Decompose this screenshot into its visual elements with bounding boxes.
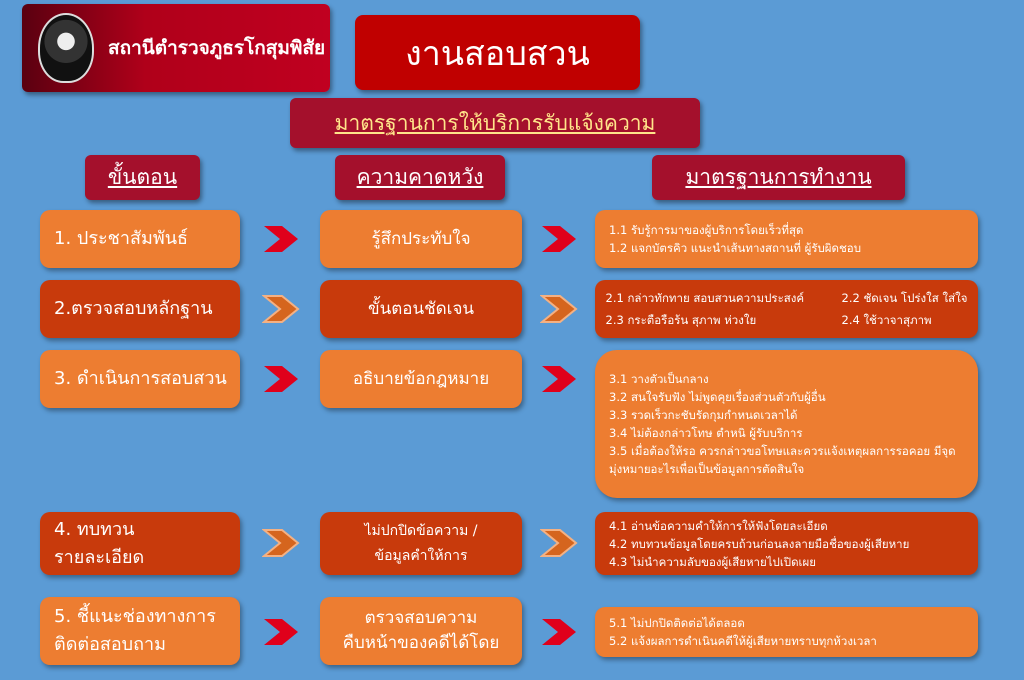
- standard-item: 3.3 รวดเร็วกะชับรัดกุมกำหนดเวลาได้: [609, 408, 798, 422]
- column-header-expectation: ความคาดหวัง: [335, 155, 505, 200]
- chevron-right-icon: [264, 226, 298, 252]
- step-1: 1. ประชาสัมพันธ์: [40, 210, 240, 268]
- standard-item: 1.2 แจกบัตรคิว แนะนำเส้นทางสถานที่ ผู้รั…: [609, 241, 862, 255]
- expectation-label: ข้อมูลคำให้การ: [374, 547, 468, 564]
- step-label: ติดต่อสอบถาม: [54, 634, 166, 655]
- chevron-right-icon: [542, 366, 576, 392]
- standard-item: 4.2 ทบทวนข้อมูลโดยครบถ้วนก่อนลงลายมือชื่…: [609, 536, 910, 551]
- standard-item: 3.2 สนใจรับฟัง ไม่พูดคุยเรื่องส่วนตัวกับ…: [609, 390, 826, 404]
- chevron-right-icon: [262, 295, 300, 323]
- step-3: 3. ดำเนินการสอบสวน: [40, 350, 240, 408]
- column-header-standard: มาตรฐานการทำงาน: [652, 155, 905, 200]
- chevron-right-icon: [540, 295, 578, 323]
- standard-item: 3.5 เมื่อต้องให้รอ ควรกล่าวขอโทษและควรแจ…: [609, 444, 956, 476]
- police-emblem-icon: [38, 13, 94, 83]
- standard-item: 4.1 อ่านข้อความคำให้การให้ฟังโดยละเอียด: [609, 518, 828, 533]
- standard-3: 3.1 วางตัวเป็นกลาง 3.2 สนใจรับฟัง ไม่พูด…: [595, 350, 978, 498]
- standard-item: 2.3 กระตือรือร้น สุภาพ ห่วงใย: [605, 313, 757, 327]
- expectation-4: ไม่ปกปิดข้อความ / ข้อมูลคำให้การ: [320, 512, 522, 575]
- standard-5: 5.1 ไม่ปกปิดติดต่อได้ตลอด 5.2 แจ้งผลการด…: [595, 607, 978, 657]
- chevron-right-icon: [264, 619, 298, 645]
- standard-item: 5.1 ไม่ปกปิดติดต่อได้ตลอด: [609, 616, 745, 630]
- step-2: 2.ตรวจสอบหลักฐาน: [40, 280, 240, 338]
- standard-item: 2.1 กล่าวทักทาย สอบสวนความประสงค์: [605, 291, 805, 305]
- expectation-3: อธิบายข้อกฎหมาย: [320, 350, 522, 408]
- step-4: 4. ทบทวน รายละเอียด: [40, 512, 240, 575]
- station-banner: สถานีตำรวจภูธรโกสุมพิสัย: [22, 4, 330, 92]
- chevron-right-icon: [264, 366, 298, 392]
- standard-item: 4.3 ไม่นำความลับของผู้เสียหายไปเปิดเผย: [609, 554, 816, 569]
- page-title: งานสอบสวน: [355, 15, 640, 90]
- standard-4: 4.1 อ่านข้อความคำให้การให้ฟังโดยละเอียด …: [595, 512, 978, 575]
- expectation-2: ขั้นตอนชัดเจน: [320, 280, 522, 338]
- standard-item: 2.4 ใช้วาจาสุภาพ: [841, 313, 932, 327]
- expectation-label: ไม่ปกปิดข้อความ /: [364, 522, 478, 539]
- column-header-steps: ขั้นตอน: [85, 155, 200, 200]
- chevron-right-icon: [542, 619, 576, 645]
- chevron-right-icon: [540, 529, 578, 557]
- step-label: รายละเอียด: [54, 546, 145, 568]
- station-name: สถานีตำรวจภูธรโกสุมพิสัย: [108, 37, 326, 59]
- standard-item: 5.2 แจ้งผลการดำเนินคดีให้ผู้เสียหายทราบท…: [609, 634, 877, 648]
- expectation-label: ตรวจสอบความ: [364, 608, 478, 628]
- chevron-right-icon: [262, 529, 300, 557]
- step-5: 5. ชี้แนะช่องทางการ ติดต่อสอบถาม: [40, 597, 240, 665]
- standard-item: 3.4 ไม่ต้องกล่าวโทษ ตำหนิ ผู้รับบริการ: [609, 426, 803, 440]
- chevron-right-icon: [542, 226, 576, 252]
- page-subtitle: มาตรฐานการให้บริการรับแจ้งความ: [290, 98, 700, 148]
- step-label: 4. ทบทวน: [54, 518, 135, 540]
- step-label: 5. ชี้แนะช่องทางการ: [54, 606, 216, 627]
- standard-item: 2.2 ชัดเจน โปร่งใส ใส่ใจ: [841, 291, 968, 305]
- expectation-1: รู้สึกประทับใจ: [320, 210, 522, 268]
- standard-2: 2.1 กล่าวทักทาย สอบสวนความประสงค์ 2.2 ชั…: [595, 280, 978, 338]
- standard-1: 1.1 รับรู้การมาของผู้บริการโดยเร็วที่สุด…: [595, 210, 978, 268]
- standard-item: 3.1 วางตัวเป็นกลาง: [609, 372, 709, 386]
- standard-item: 1.1 รับรู้การมาของผู้บริการโดยเร็วที่สุด: [609, 223, 804, 237]
- expectation-5: ตรวจสอบความ คืบหน้าของคดีได้โดย: [320, 597, 522, 665]
- expectation-label: คืบหน้าของคดีได้โดย: [342, 633, 500, 653]
